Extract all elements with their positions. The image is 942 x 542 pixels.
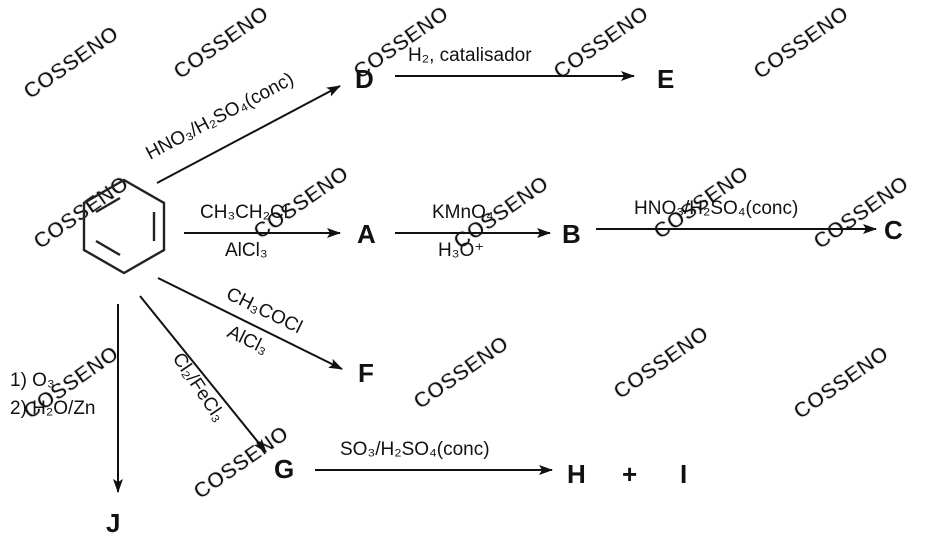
reagent-h3o: H₃O⁺ (438, 240, 484, 261)
watermark-text: COSSENO (549, 1, 653, 85)
watermark-text: COSSENO (169, 1, 273, 85)
plus-sign: + (622, 459, 637, 489)
arrow-benzene-to-g (139, 295, 267, 453)
reagent-hydrogenation: H₂, catalisador (408, 45, 532, 66)
compound-g: G (274, 454, 294, 484)
arrow-benzene-to-d (156, 85, 341, 184)
benzene-ring-icon (82, 178, 166, 275)
compound-h: H (567, 459, 586, 489)
arrow-benzene-to-f (157, 277, 343, 370)
compound-e: E (657, 64, 674, 94)
compound-d: D (355, 64, 374, 94)
watermark-text: COSSENO (19, 21, 123, 105)
reagent-alcl3-f: AlCl₃ (224, 322, 271, 360)
compound-f: F (358, 358, 374, 388)
compound-c: C (884, 215, 903, 245)
compound-b: B (562, 219, 581, 249)
watermark-text: COSSENO (789, 341, 893, 425)
watermark-text: COSSENO (409, 331, 513, 415)
reagent-ozonolysis-step1: 1) O₃ (10, 370, 55, 391)
reagent-sulfonation: SO₃/H₂SO₄(conc) (340, 439, 490, 460)
compound-a: A (357, 219, 376, 249)
watermark-text: COSSENO (609, 321, 713, 405)
reagent-ozonolysis-step2: 2) H₂O/Zn (10, 398, 96, 419)
reagent-chlorination: Cl₂/FeCl₃ (168, 349, 229, 426)
reagent-ethyl-chloride: CH₃CH₂Cl (200, 202, 288, 223)
watermark-text: COSSENO (749, 1, 853, 85)
reagent-nitration-c: HNO₃/H₂SO₄(conc) (634, 198, 798, 219)
reagent-kmno4: KMnO₄ (432, 202, 494, 223)
compound-i: I (680, 459, 687, 489)
reagent-alcl3-a: AlCl₃ (225, 240, 268, 261)
compound-j: J (106, 508, 120, 538)
